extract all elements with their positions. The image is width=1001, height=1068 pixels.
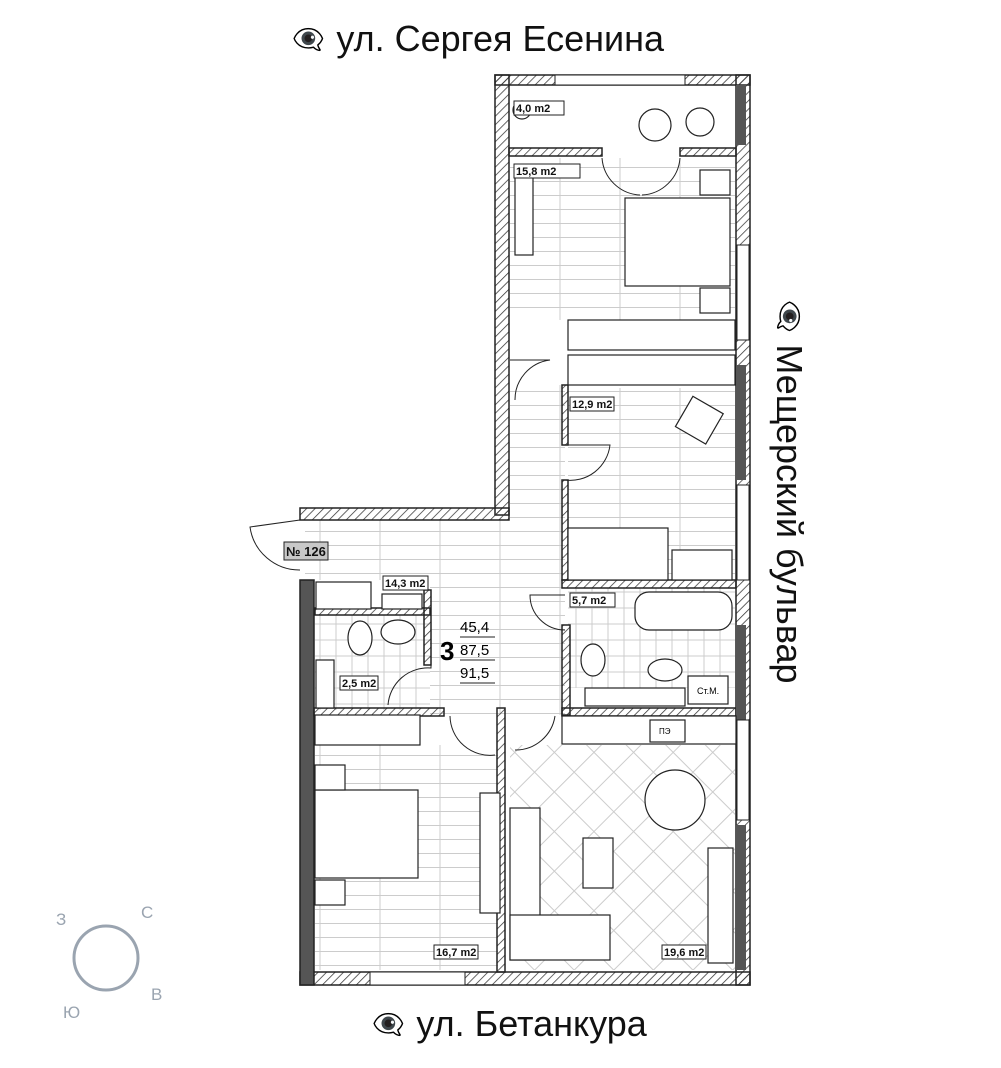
window: [736, 244, 750, 341]
east-dark-wall-4: [736, 825, 746, 970]
wall-wc-right: [423, 589, 432, 666]
sofa: [509, 914, 611, 961]
total-area: 87,5: [460, 642, 489, 659]
east-dark-wall-3: [736, 625, 746, 720]
door: [387, 665, 432, 706]
tv-stand: [479, 792, 501, 914]
desk: [671, 549, 733, 581]
stove-box: [649, 719, 686, 743]
door: [514, 715, 556, 751]
window: [736, 719, 750, 821]
wall-south: [299, 971, 751, 986]
wc-area: 2,5 m2: [342, 678, 376, 690]
bedroom-north-area: 15,8 m2: [516, 166, 556, 178]
compass-east: В: [151, 985, 162, 1004]
kitchen-counter: [561, 715, 737, 745]
windows: [369, 74, 750, 986]
apartment-summary: 3 45,4 87,5 91,5: [440, 619, 495, 684]
compass-circle-icon: [72, 924, 140, 992]
hall-floor: [305, 520, 565, 580]
apartment-number: № 126: [286, 544, 326, 559]
balcony-area: 4,0 m2: [516, 103, 550, 115]
hall-area: 14,3 m2: [385, 578, 425, 590]
wardrobe: [314, 714, 421, 746]
wall-bedroom-middle: [561, 384, 569, 446]
window: [554, 74, 686, 86]
electric-stove-label: ПЭ: [659, 727, 671, 736]
hall-floor-2: [430, 580, 565, 715]
doors: [249, 157, 681, 756]
dining-table: [644, 769, 706, 831]
wall-bath-left: [561, 624, 571, 716]
total-with-balcony: 91,5: [460, 665, 489, 682]
furniture: [314, 100, 737, 964]
living-area: 45,4: [460, 619, 489, 636]
bed: [567, 527, 669, 581]
toilet: [580, 643, 606, 677]
wall-balcony-2: [679, 147, 737, 157]
east-dark-wall-2: [736, 365, 746, 480]
east-dark-wall: [736, 85, 746, 145]
nightstand: [314, 879, 346, 906]
wall-balcony: [508, 147, 603, 157]
wardrobe: [567, 354, 736, 386]
door: [564, 444, 611, 481]
binoculars-icon: 👁‍🗨: [372, 1008, 405, 1039]
wall-step: [299, 507, 510, 521]
round-table: [638, 108, 672, 142]
bedroom-south-area: 16,7 m2: [436, 947, 476, 959]
bathroom-area: 5,7 m2: [572, 595, 606, 607]
wall-bedroom-middle-2: [561, 479, 569, 581]
sink: [647, 658, 683, 682]
armchair: [674, 395, 725, 445]
kitchen-living-area: 19,6 m2: [664, 947, 704, 959]
door: [510, 359, 551, 401]
bathtub: [634, 591, 733, 631]
coffee-table: [582, 837, 614, 889]
door: [601, 157, 641, 196]
chair: [685, 107, 715, 137]
wardrobe: [567, 319, 736, 351]
bed: [314, 789, 419, 879]
binoculars-icon: 👁‍🗨: [292, 23, 325, 54]
bedroom-middle-area: 12,9 m2: [572, 399, 612, 411]
room-count: 3: [440, 636, 454, 666]
street-label-bottom: 👁‍🗨 ул. Бетанкура: [372, 1003, 647, 1045]
door: [529, 594, 566, 631]
tv-stand: [707, 847, 734, 964]
counter: [584, 687, 686, 707]
boiler: [315, 581, 372, 610]
compass-north: С: [141, 903, 153, 922]
wall-west-lower: [299, 579, 315, 986]
nightstand: [699, 287, 731, 314]
compass-west: З: [56, 910, 66, 929]
wall-west-upper: [494, 74, 510, 516]
sink: [380, 619, 416, 645]
wall-bath-bottom: [561, 707, 737, 717]
shelf: [315, 659, 335, 709]
entrance-door: [249, 519, 301, 571]
nightstand: [314, 764, 346, 791]
street-name-top: ул. Сергея Есенина: [336, 18, 665, 59]
door: [449, 715, 496, 756]
window: [736, 484, 750, 581]
street-label-top: 👁‍🗨 ул. Сергея Есенина: [292, 18, 664, 60]
stove-top: [381, 593, 423, 610]
bed: [624, 197, 731, 287]
street-name-bottom: ул. Бетанкура: [416, 1003, 647, 1044]
window: [369, 971, 466, 986]
compass: З С В Ю: [56, 903, 162, 1022]
washing-machine-box: [687, 675, 729, 705]
wall-bath-top: [561, 579, 737, 589]
room-area-labels: [283, 100, 707, 960]
nightstand: [699, 169, 731, 196]
corridor-floor: [510, 385, 565, 520]
washing-machine-label: Ст.М.: [697, 686, 719, 696]
toilet: [347, 620, 373, 656]
compass-south: Ю: [63, 1003, 80, 1022]
door: [641, 157, 681, 196]
